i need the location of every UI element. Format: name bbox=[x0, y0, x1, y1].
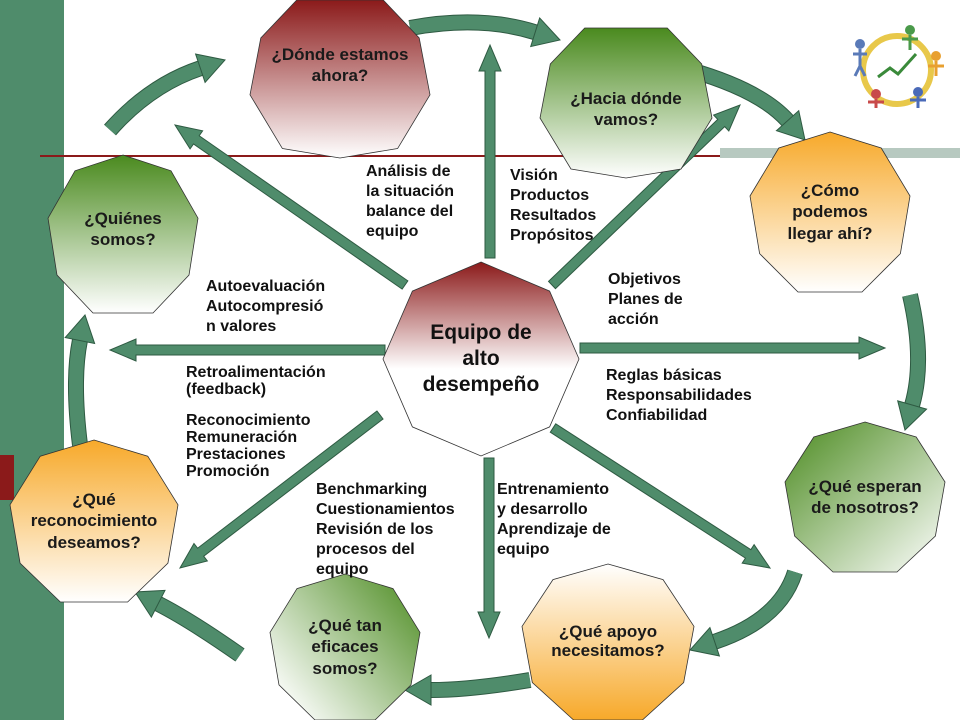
cycle-esperan-apoyo-head bbox=[689, 626, 721, 657]
spoke-to-eficaces bbox=[477, 457, 501, 640]
cycle-esperan-apoyo bbox=[712, 569, 802, 649]
center-node-label: Equipo de alto desempeño bbox=[422, 320, 540, 397]
node-label: ¿Qué esperan de nosotros? bbox=[808, 476, 922, 517]
label-vision: Visión Productos Resultados Propósitos bbox=[510, 167, 597, 244]
label-objetivos: Objetivos Planes de acción bbox=[608, 271, 683, 328]
octagon-shape bbox=[750, 132, 910, 292]
cycle-quienes-donde-head bbox=[194, 53, 226, 84]
label-analisis: Análisis de la situación balance del equ… bbox=[366, 163, 455, 240]
left-sidebar-band bbox=[0, 0, 64, 720]
node-que-reconocimiento: ¿Qué reconocimiento deseamos? bbox=[10, 440, 178, 602]
horizontal-rule bbox=[40, 155, 910, 157]
cycle-donde-hacia bbox=[408, 15, 538, 39]
octagon-shape bbox=[270, 574, 420, 720]
label-autoevaluacion: Autoevaluación Autocompresió n valores bbox=[206, 278, 326, 335]
node-label: ¿Quiénes somos? bbox=[84, 208, 162, 249]
octagon-shape bbox=[250, 0, 430, 158]
cycle-hacia-como bbox=[688, 63, 793, 126]
node-label: ¿Qué tan eficaces somos? bbox=[308, 616, 382, 678]
cycle-eficaces-reconocimiento bbox=[154, 597, 245, 661]
node-como-podemos: ¿Cómo podemos llegar ahí? bbox=[750, 132, 910, 292]
octagon-shape bbox=[48, 155, 198, 313]
spoke-to-donde bbox=[173, 124, 409, 290]
node-label: ¿Cómo podemos llegar ahí? bbox=[787, 181, 873, 243]
node-que-esperan: ¿Qué esperan de nosotros? bbox=[785, 422, 945, 572]
node-label: ¿Qué reconocimiento deseamos? bbox=[30, 490, 158, 552]
spoke-to-apoyo bbox=[549, 423, 772, 569]
center-node: Equipo de alto desempeño bbox=[383, 262, 579, 456]
node-label: ¿Hacia dónde vamos? bbox=[570, 88, 682, 129]
spoke-to-esperan bbox=[579, 336, 887, 360]
octagon-shape bbox=[540, 28, 712, 178]
node-que-apoyo: ¿Qué apoyo necesitamos? bbox=[522, 564, 694, 720]
label-reglas: Reglas básicas Responsabilidades Confiab… bbox=[606, 367, 752, 424]
cycle-donde-hacia-head bbox=[529, 16, 561, 48]
node-donde-estamos: ¿Dónde estamos ahora? bbox=[250, 0, 430, 158]
cycle-eficaces-reconocimiento-head bbox=[134, 589, 166, 619]
cycle-quienes-donde bbox=[104, 61, 203, 135]
node-quienes-somos: ¿Quiénes somos? bbox=[48, 155, 198, 313]
sidebar-accent bbox=[0, 455, 14, 500]
cycle-apoyo-eficaces-head bbox=[403, 674, 432, 706]
cycle-hacia-como-head bbox=[775, 109, 806, 141]
label-entrenamiento: Entrenamiento y desarrollo Aprendizaje d… bbox=[497, 481, 611, 558]
cycle-apoyo-eficaces bbox=[430, 673, 532, 697]
label-retroalimentacion: Retroalimentación (feedback) bbox=[186, 364, 326, 398]
cycle-como-esperan bbox=[903, 293, 926, 407]
team-logo-icon bbox=[853, 25, 944, 108]
node-label: ¿Dónde estamos ahora? bbox=[271, 44, 409, 85]
spoke-to-hacia bbox=[478, 43, 502, 259]
label-benchmarking: Benchmarking Cuestionamientos Revisión d… bbox=[316, 481, 455, 578]
spoke-to-quienes bbox=[108, 338, 386, 362]
node-hacia-donde: ¿Hacia dónde vamos? bbox=[540, 28, 712, 178]
cycle-reconocimiento-quienes bbox=[69, 339, 87, 446]
node-label: ¿Qué apoyo necesitamos? bbox=[551, 622, 665, 660]
node-que-tan-eficaces: ¿Qué tan eficaces somos? bbox=[270, 574, 420, 720]
center-octagon bbox=[383, 262, 579, 456]
octagon-shape bbox=[10, 440, 178, 602]
octagon-shape bbox=[522, 564, 694, 720]
cycle-reconocimiento-quienes-head bbox=[64, 314, 96, 345]
octagon-shape bbox=[785, 422, 945, 572]
label-reconocimiento: Reconocimiento Remuneración Prestaciones… bbox=[186, 412, 311, 480]
spoke-to-reconocimiento bbox=[178, 410, 384, 569]
cycle-como-esperan-head bbox=[897, 400, 928, 431]
